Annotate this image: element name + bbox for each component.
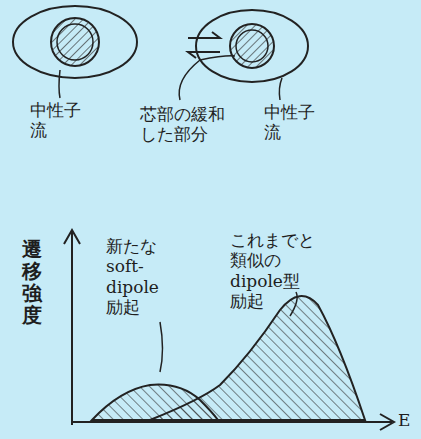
halo-oval	[13, 6, 137, 78]
axis-label: 遷移強度	[22, 238, 42, 326]
core-label: 芯部の緩和 した部分	[140, 104, 225, 145]
flow-label: 中性子 流	[30, 100, 81, 141]
peak-label: これまでと 類似の dipole型 励起	[230, 230, 315, 312]
leader	[279, 78, 282, 100]
leader	[179, 56, 235, 100]
core-inner	[57, 24, 93, 60]
core-circle	[51, 18, 99, 66]
leader	[59, 70, 60, 98]
axis-label: E	[398, 410, 410, 430]
halo-oval	[196, 10, 308, 82]
leader	[160, 322, 163, 372]
core-circle	[230, 24, 274, 68]
core-inner	[236, 30, 268, 62]
leader	[290, 292, 297, 316]
y-axis	[64, 230, 80, 425]
dipole-peak	[150, 296, 365, 420]
flow-label: 中性子 流	[264, 102, 315, 143]
arrow-right	[188, 32, 220, 38]
peak-label: 新たな soft-dipole 励起	[106, 236, 159, 318]
